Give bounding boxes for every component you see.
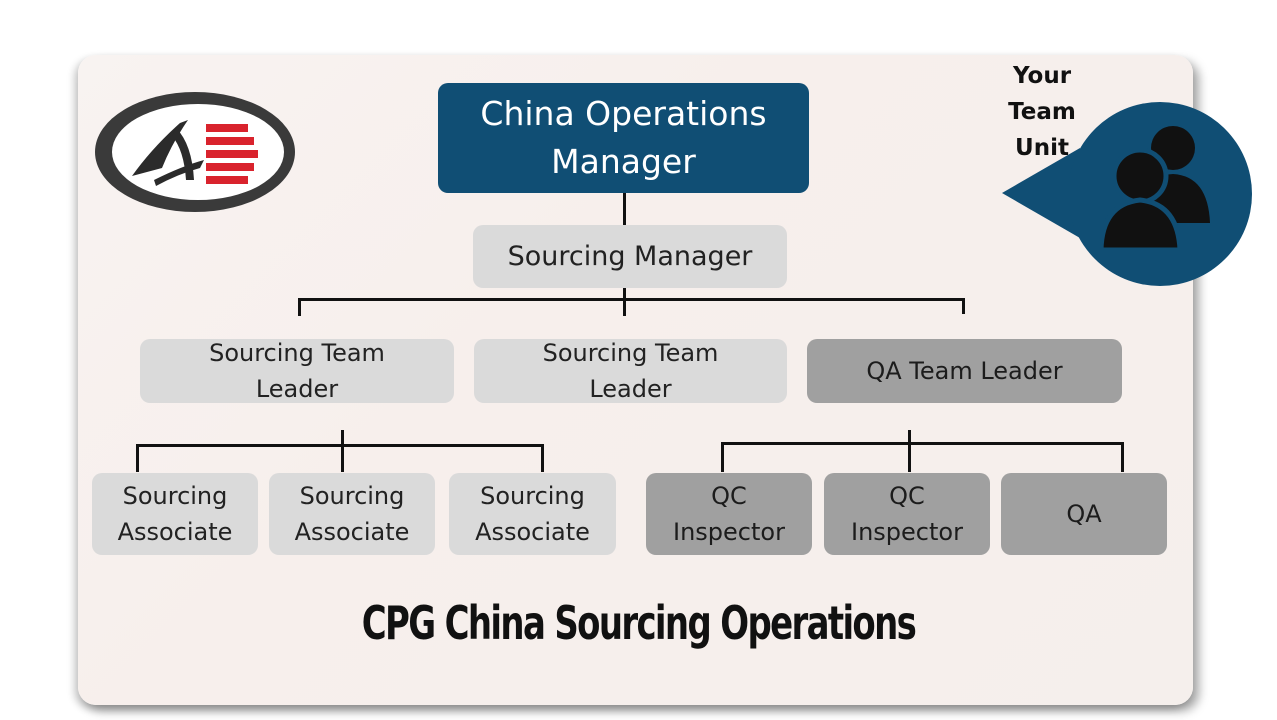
qc-inspector-box-2: QC Inspector [824,473,990,555]
qa-team-leader-box: QA Team Leader [807,339,1122,403]
qa-box: QA [1001,473,1167,555]
company-logo [95,92,295,212]
qc-inspector-box-1: QC Inspector [646,473,812,555]
diagram-title: CPG China Sourcing Operations [361,596,917,650]
sourcing-manager-box: Sourcing Manager [473,225,787,288]
sourcing-associate-box-1: Sourcing Associate [92,473,258,555]
sourcing-team-leader-box-1: Sourcing Team Leader [140,339,454,403]
your-team-unit-label: Your Team Unit [1008,63,1076,161]
connector-top [623,192,626,226]
connector-left-1 [136,444,139,472]
team-unit-callout [1002,102,1252,286]
connector-manager-down [623,288,626,316]
connector-leaders-bar [298,298,965,301]
china-operations-manager-box: China Operations Manager [438,83,809,193]
connector-right-stem [908,430,911,472]
connector-left-bar [136,444,544,447]
connector-right-bar [721,442,1124,445]
sourcing-associate-box-2: Sourcing Associate [269,473,435,555]
connector-leader-1 [298,298,301,316]
connector-leader-3 [962,298,965,314]
connector-right-3 [1121,442,1124,472]
connector-left-3 [541,444,544,472]
sourcing-team-leader-box-2: Sourcing Team Leader [474,339,787,403]
users-icon [1098,126,1210,253]
sourcing-associate-box-3: Sourcing Associate [449,473,616,555]
connector-left-stem [341,430,344,472]
connector-right-1 [721,442,724,472]
